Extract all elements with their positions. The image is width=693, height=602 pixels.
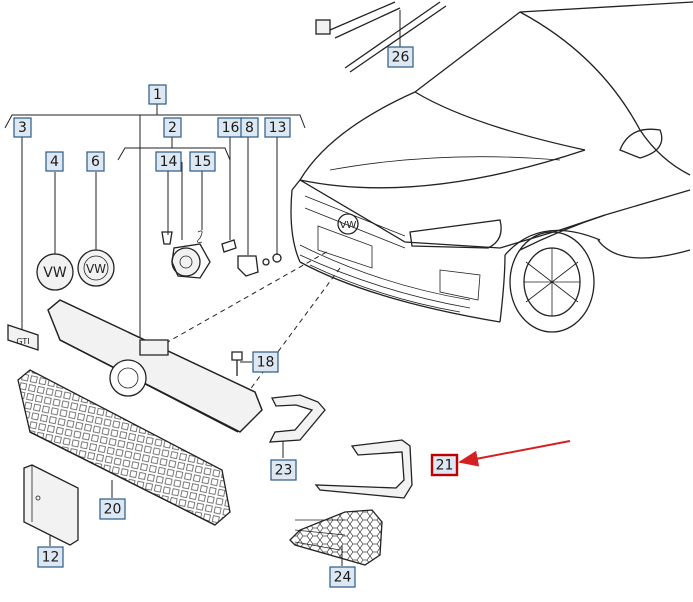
callout-20-label: 20: [104, 502, 122, 518]
svg-text:VW: VW: [86, 262, 106, 276]
callout-23-label: 23: [275, 463, 293, 479]
lower-grille-part: [17, 369, 231, 526]
callout-12-label: 12: [42, 550, 60, 566]
bracket-part-8: [237, 255, 270, 277]
svg-text:VW: VW: [340, 220, 357, 231]
callout-26-label: 26: [392, 50, 410, 66]
callout-21-label: 21: [436, 458, 454, 474]
callout-3-label: 3: [18, 120, 27, 136]
trim-bracket-part: [268, 394, 326, 443]
callout-16[interactable]: 16: [217, 117, 244, 138]
emblem-part-4: VW: [36, 253, 74, 291]
callout-8-label: 8: [245, 120, 254, 136]
callout-15[interactable]: 15: [189, 151, 216, 172]
callout-2-label: 2: [168, 120, 177, 136]
roof-trim-part: [315, 1, 447, 73]
callout-13[interactable]: 13: [264, 117, 291, 138]
trim-strip-part: [314, 439, 413, 499]
callout-23[interactable]: 23: [270, 459, 297, 481]
clip-part-14: [161, 231, 173, 245]
bracket-part-16: [221, 239, 237, 253]
callout-24-label: 24: [334, 570, 352, 586]
highlight-arrow: [458, 440, 571, 467]
callout-3[interactable]: 3: [13, 117, 32, 138]
svg-text:GTI: GTI: [16, 337, 29, 346]
gti-badge-part: GTI: [7, 324, 39, 351]
callout-6-label: 6: [91, 154, 100, 170]
callout-1[interactable]: 1: [148, 84, 167, 105]
callout-20[interactable]: 20: [99, 498, 126, 520]
fog-grille-part: [289, 509, 383, 566]
callout-15-label: 15: [194, 154, 212, 170]
callout-14-label: 14: [160, 154, 178, 170]
callout-13-label: 13: [269, 120, 287, 136]
callout-24[interactable]: 24: [329, 566, 356, 588]
callout-16-label: 16: [222, 120, 240, 136]
callout-26[interactable]: 26: [387, 46, 414, 68]
callout-8[interactable]: 8: [240, 117, 259, 138]
callout-21[interactable]: 21: [430, 453, 459, 477]
screw-part-13: [272, 253, 282, 263]
screw-part-18: [231, 351, 243, 376]
callout-1-label: 1: [153, 87, 162, 103]
callout-4[interactable]: 4: [45, 151, 64, 172]
emblem-part-6: VW: [77, 249, 115, 287]
plate-bracket-part: [23, 464, 79, 546]
callout-12[interactable]: 12: [37, 546, 64, 568]
callout-14[interactable]: 14: [155, 151, 182, 172]
car-illustration: VW: [290, 1, 693, 333]
callout-2[interactable]: 2: [163, 117, 182, 138]
callout-18[interactable]: 18: [252, 351, 279, 373]
callout-18-label: 18: [257, 355, 275, 371]
bracket-part-15: [171, 230, 211, 279]
svg-text:VW: VW: [43, 265, 67, 281]
upper-grille-part: [47, 299, 263, 433]
callout-6[interactable]: 6: [86, 151, 105, 172]
callout-4-label: 4: [50, 154, 59, 170]
